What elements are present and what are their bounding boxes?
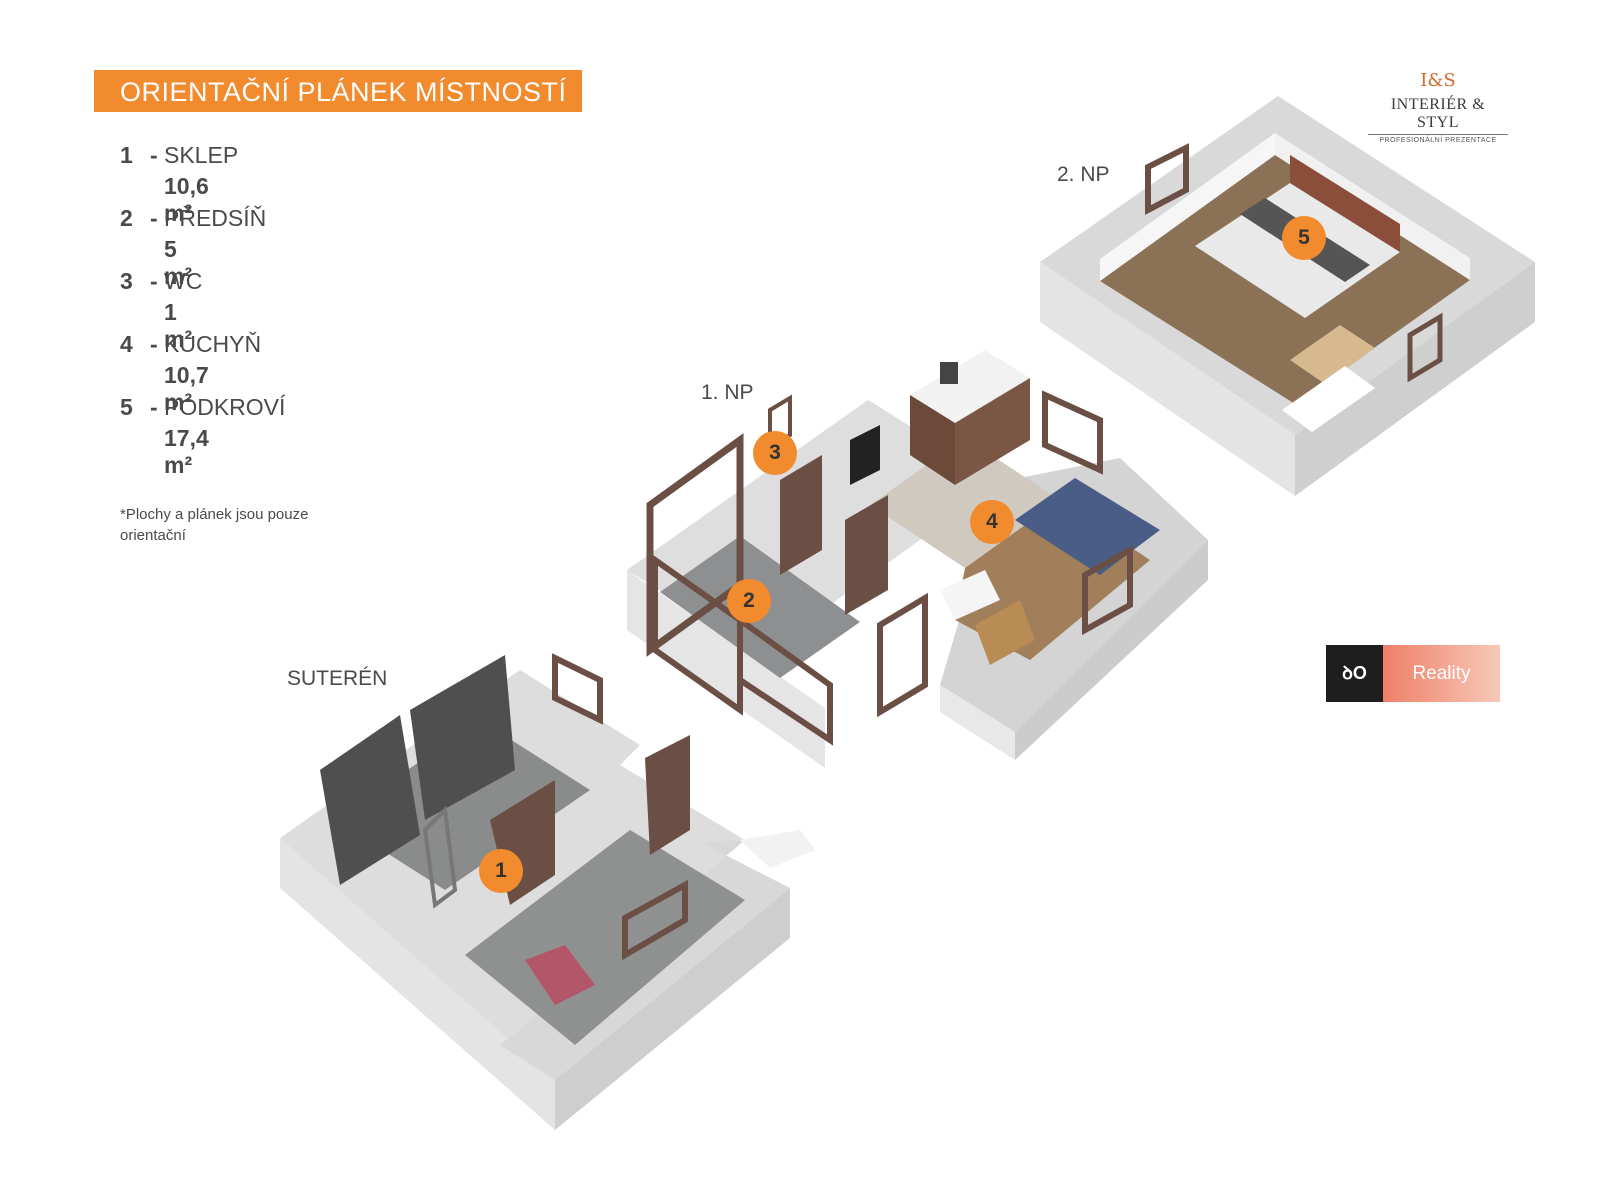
stairs-icon <box>975 600 1035 665</box>
door-icon <box>877 592 928 718</box>
room-name: PODKROVÍ <box>164 394 286 420</box>
room-area: 1 m² <box>164 299 193 352</box>
window-icon <box>1407 312 1443 383</box>
coffee-machine-icon <box>940 362 958 384</box>
room-badge-1: 1 <box>479 849 523 893</box>
kitchen-counter-icon <box>910 350 1030 423</box>
room-dash: - <box>150 331 158 357</box>
room-badge-2: 2 <box>727 579 771 623</box>
lawn-mower-icon <box>525 945 595 1005</box>
shelf-icon <box>320 715 420 885</box>
door-icon <box>845 495 888 615</box>
room-badge-5: 5 <box>1282 216 1326 260</box>
room-dash: - <box>150 394 158 420</box>
stairs-icon <box>740 830 815 868</box>
room-number: 5 <box>120 394 133 420</box>
shelf-icon <box>410 655 515 820</box>
reality-label: Reality <box>1383 645 1500 702</box>
floor-label-second: 2. NP <box>1057 163 1110 186</box>
stair-railing-icon <box>1290 325 1375 384</box>
window-icon <box>1042 390 1103 475</box>
room-area: 5 m² <box>164 236 193 289</box>
room-number: 2 <box>120 205 133 231</box>
room-name: KUCHYŇ <box>164 331 262 357</box>
logo-subtitle: PROFESIONÁLNÍ PREZENTACE <box>1379 137 1497 144</box>
room-dash: - <box>150 142 158 168</box>
room-badge-4: 4 <box>970 500 1014 544</box>
ladder-icon <box>422 805 458 909</box>
room-dash: - <box>150 205 158 231</box>
floor-label-first: 1. NP <box>701 381 754 404</box>
room-name: SKLEP <box>164 142 239 168</box>
window-icon <box>1145 143 1189 215</box>
company-logo: I&S INTERIÉR & STYL PROFESIONÁLNÍ PREZEN… <box>1368 66 1508 144</box>
room-area: 10,7 m² <box>164 362 209 415</box>
disclaimer-note: *Plochy a plánek jsou pouze orientační <box>120 506 309 544</box>
page-title: ORIENTAČNÍ PLÁNEK MÍSTNOSTÍ <box>94 70 582 112</box>
room-dash: - <box>150 268 158 294</box>
room-name: WC <box>164 268 203 294</box>
reality-brand: ꝺO Reality <box>1326 645 1500 702</box>
room-area: 17,4 m² <box>164 425 209 478</box>
window-icon <box>552 653 603 725</box>
room-number: 3 <box>120 268 133 294</box>
reality-logo-icon: ꝺO <box>1326 645 1383 702</box>
window-icon <box>622 879 688 961</box>
room-name: PŘEDSÍŇ <box>164 205 267 231</box>
kitchen-floor <box>870 438 1060 568</box>
room-badge-3: 3 <box>753 431 797 475</box>
room-number: 4 <box>120 331 133 357</box>
basement-model <box>280 653 815 1130</box>
window-icon <box>1082 544 1133 636</box>
room-number: 1 <box>120 142 133 168</box>
cellar-floor-right <box>465 830 745 1045</box>
armchair-icon <box>940 570 1000 620</box>
logo-name: INTERIÉR & STYL <box>1368 96 1508 135</box>
attic-model <box>1040 96 1535 496</box>
door-icon <box>780 455 822 575</box>
door-icon <box>645 735 690 855</box>
room-area: 10,6 m² <box>164 173 209 226</box>
logo-mark: I&S <box>1420 70 1456 91</box>
floor-label-basement: SUTERÉN <box>287 667 388 690</box>
ground-floor-model <box>627 350 1208 768</box>
stove-icon <box>850 425 880 485</box>
